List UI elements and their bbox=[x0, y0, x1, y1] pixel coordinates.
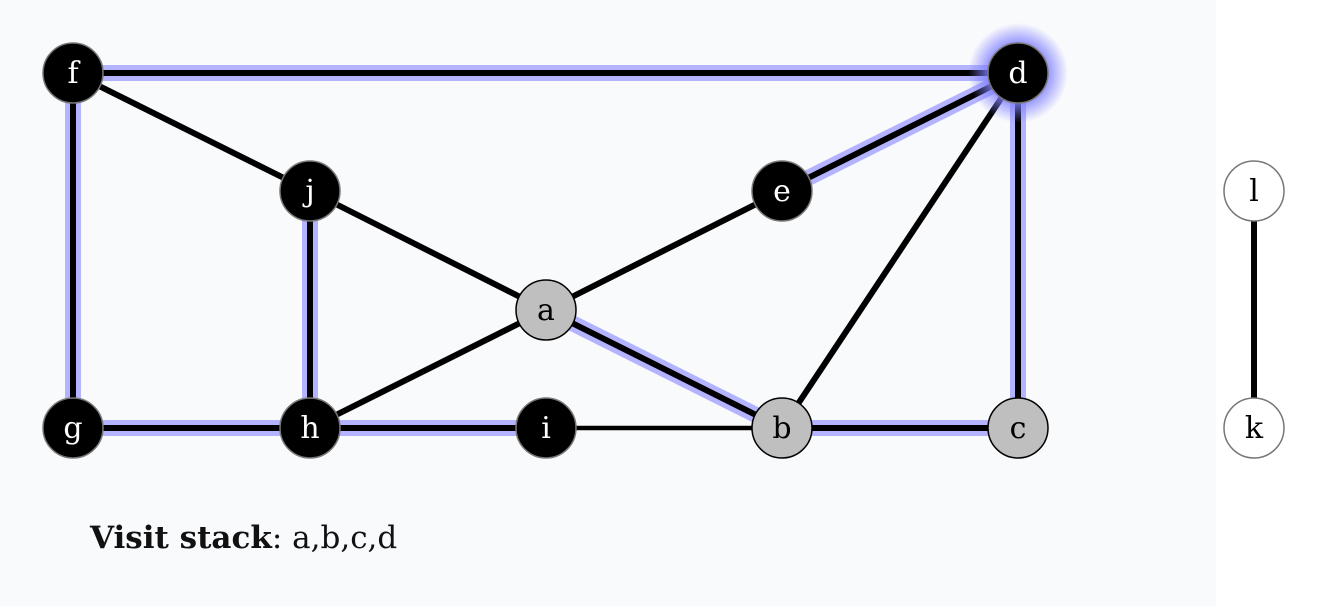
node-circle bbox=[987, 397, 1049, 459]
edge-a-h bbox=[308, 307, 548, 431]
node-g[interactable]: g bbox=[42, 397, 104, 459]
node-d[interactable]: d bbox=[968, 23, 1068, 123]
node-label: e bbox=[773, 174, 791, 209]
node-b[interactable]: b bbox=[751, 397, 813, 459]
node-circle bbox=[515, 397, 577, 459]
node-l[interactable]: l bbox=[1223, 160, 1285, 222]
node-label: d bbox=[1008, 56, 1027, 91]
edge-line bbox=[544, 188, 784, 313]
node-label: i bbox=[541, 411, 551, 446]
node-label: a bbox=[537, 293, 555, 328]
edge-line bbox=[71, 70, 312, 194]
node-label: j bbox=[302, 174, 314, 209]
node-j[interactable]: j bbox=[279, 160, 341, 222]
visit-stack-separator: : bbox=[271, 520, 283, 556]
node-c[interactable]: c bbox=[987, 397, 1049, 459]
node-circle bbox=[1223, 397, 1285, 459]
node-i[interactable]: i bbox=[515, 397, 577, 459]
visit-stack-value: a,b,c,d bbox=[292, 520, 398, 556]
node-label: h bbox=[300, 411, 319, 446]
node-e[interactable]: e bbox=[751, 160, 813, 222]
node-label: b bbox=[772, 411, 791, 446]
edge-j-a bbox=[308, 188, 548, 313]
edge-e-a bbox=[544, 188, 784, 313]
edge-line bbox=[308, 307, 548, 431]
node-circle bbox=[987, 42, 1049, 104]
node-circle bbox=[42, 397, 104, 459]
node-circle bbox=[279, 397, 341, 459]
node-circle bbox=[279, 160, 341, 222]
edge-line bbox=[308, 188, 548, 313]
edge-a-b bbox=[542, 302, 786, 436]
edge-line bbox=[544, 307, 784, 431]
edge-line bbox=[779, 71, 1021, 430]
node-circle bbox=[751, 160, 813, 222]
node-f[interactable]: f bbox=[42, 42, 104, 104]
node-k[interactable]: k bbox=[1223, 397, 1285, 459]
edge-f-j bbox=[71, 70, 312, 194]
node-label: c bbox=[1010, 411, 1027, 446]
visit-stack-label: Visit stack bbox=[90, 520, 272, 556]
node-circle bbox=[515, 279, 577, 341]
edge-d-b bbox=[779, 71, 1021, 430]
node-h[interactable]: h bbox=[279, 397, 341, 459]
node-circle bbox=[1223, 160, 1285, 222]
node-label: k bbox=[1245, 411, 1264, 446]
node-label: l bbox=[1249, 174, 1259, 209]
node-label: f bbox=[67, 56, 80, 91]
node-label: g bbox=[63, 411, 82, 446]
node-circle bbox=[42, 42, 104, 104]
node-circle bbox=[751, 397, 813, 459]
visit-stack: Visit stack: a,b,c,d bbox=[90, 520, 397, 556]
node-a[interactable]: a bbox=[515, 279, 577, 341]
